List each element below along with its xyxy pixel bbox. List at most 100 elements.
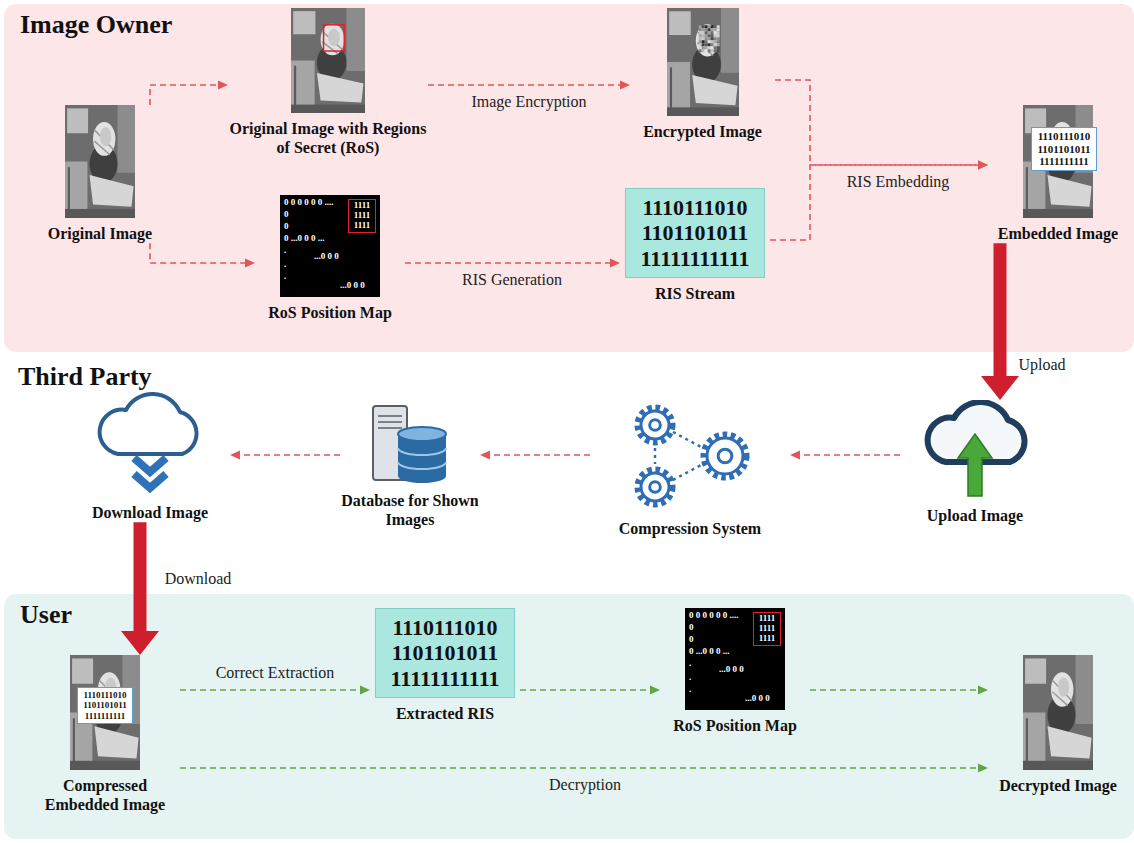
arrow-head <box>245 259 255 268</box>
map-bits: 0 0 0 0 0 0 .... <box>689 611 739 620</box>
section-title: Image Owner <box>20 10 172 40</box>
transfer-arrow <box>981 243 1019 400</box>
image-panel: Original Image with Regions of Secret (R… <box>228 8 428 157</box>
arrow-head <box>230 451 240 460</box>
icon-panel: Download Image <box>70 392 230 522</box>
map-bits: . <box>284 272 286 281</box>
dashed-arrow <box>405 259 620 268</box>
connector-line <box>994 243 1007 383</box>
binary-text: 1110111010 1101101011 1111111111 <box>1035 130 1093 168</box>
photo-illustration <box>667 8 739 116</box>
binary-overlay: 1110111010 1101101011 1111111111 <box>1031 127 1097 171</box>
map-bits: . <box>689 673 691 682</box>
map-bits: 0 <box>284 222 289 231</box>
arrow-head <box>978 764 988 773</box>
map-bits: 0 <box>284 210 289 219</box>
connector-line <box>487 454 590 456</box>
illustration-frame <box>918 400 1033 500</box>
connector-line <box>428 84 623 86</box>
image-caption: Extracted RIS <box>370 704 520 723</box>
image-caption: Download Image <box>70 503 230 522</box>
dashed-arrow <box>810 686 988 695</box>
up-icon <box>918 400 1033 500</box>
map-bits: . <box>284 246 286 255</box>
image-panel: Original Image <box>30 105 170 243</box>
arrow-head <box>650 686 660 695</box>
image-panel: Embedded Image 1110111010 1101101011 1111… <box>988 105 1128 243</box>
section-band: Image OwnerOriginal Image Original Image … <box>4 4 1134 352</box>
image-caption: Original Image with Regions of Secret (R… <box>228 119 428 157</box>
arrow-head <box>360 686 370 695</box>
dashed-arrow <box>790 451 900 460</box>
connector-line <box>405 262 613 264</box>
secret-bits: 1111 1111 1111 <box>756 614 778 644</box>
arrow-head <box>218 81 228 90</box>
image-caption: Compressed Embedded Image <box>30 776 180 814</box>
connector-line <box>810 689 981 691</box>
connector-line <box>180 767 981 769</box>
bit-stream-text: 1110111010 1101101011 11111111111 <box>380 615 510 691</box>
icon-panel: Compression System <box>590 398 790 538</box>
connector-line <box>237 454 340 456</box>
dashed-arrow <box>180 764 988 773</box>
image-panel: Compressed Embedded Image 1110111010 1101… <box>30 655 180 814</box>
bit-stream-fill: 1110111010 1101101011 11111111111 <box>375 608 515 698</box>
dashed-arrow <box>770 161 988 241</box>
illustration-frame <box>370 400 450 485</box>
binary-text: 1110111010 1101101011 1111111111 <box>81 690 129 721</box>
image-caption: Encrypted Image <box>630 122 775 141</box>
map-bits: 0 ...0 0 0 ... <box>689 647 730 656</box>
dashed-arrow <box>180 686 370 695</box>
image-caption: Embedded Image <box>988 224 1128 243</box>
secret-bits: 1111 1111 1111 <box>351 201 373 231</box>
edge-label: Correct Extraction <box>216 664 335 682</box>
map-bits: 0 <box>689 635 694 644</box>
bit-stream-box: 1110111010 1101101011 11111111111Extract… <box>370 608 520 723</box>
photo-illustration <box>291 8 365 113</box>
illustration-frame <box>291 8 365 113</box>
connector-line <box>520 689 653 691</box>
transfer-arrow <box>121 522 159 655</box>
section-band: UserCompressed Embedded Image1110111010 … <box>4 594 1134 839</box>
arrow-head <box>480 451 490 460</box>
connector-line <box>775 80 981 165</box>
edge-label: Upload <box>1018 356 1065 374</box>
secret-region-box: 1111 1111 1111 <box>753 612 781 646</box>
bit-stream-text: 1110111010 1101101011 11111111111 <box>630 195 760 271</box>
dashed-arrow <box>480 451 590 460</box>
connector-line <box>150 85 221 105</box>
connector-line <box>797 454 900 456</box>
bit-stream-box: 1110111010 1101101011 11111111111RIS Str… <box>620 188 770 303</box>
connector-line <box>150 243 248 263</box>
connector-line <box>134 522 147 638</box>
arrow-head <box>978 161 988 170</box>
image-caption: Original Image <box>30 224 170 243</box>
image-panel: Encrypted Image <box>630 8 775 141</box>
db-icon <box>370 400 450 485</box>
image-caption: Decrypted Image <box>988 776 1128 795</box>
dashed-arrow <box>150 243 255 267</box>
arrow-head <box>978 161 988 170</box>
photo-illustration <box>65 105 135 218</box>
connector-line <box>180 689 363 691</box>
secret-region-box: 1111 1111 1111 <box>348 199 376 233</box>
map-bits: ...0 0 0 <box>719 665 744 674</box>
dashed-arrow <box>428 81 630 90</box>
edge-label: Download <box>165 570 232 588</box>
arrow-head <box>121 631 159 655</box>
arrow-head <box>981 376 1019 400</box>
illustration-frame <box>90 392 210 497</box>
map-bits: 0 0 0 0 0 0 .... <box>284 198 334 207</box>
edge-label: RIS Embedding <box>847 173 950 191</box>
connector-line <box>770 165 981 240</box>
image-caption: Compression System <box>590 519 790 538</box>
map-bits: . <box>689 659 691 668</box>
image-caption: RoS Position Map <box>660 716 810 735</box>
map-bits: 0 ...0 0 0 ... <box>284 234 325 243</box>
map-bits: . <box>284 260 286 269</box>
dashed-arrow <box>520 686 660 695</box>
dashed-arrow <box>150 81 228 106</box>
image-panel: Decrypted Image <box>988 655 1128 795</box>
illustration-frame <box>1023 655 1093 770</box>
